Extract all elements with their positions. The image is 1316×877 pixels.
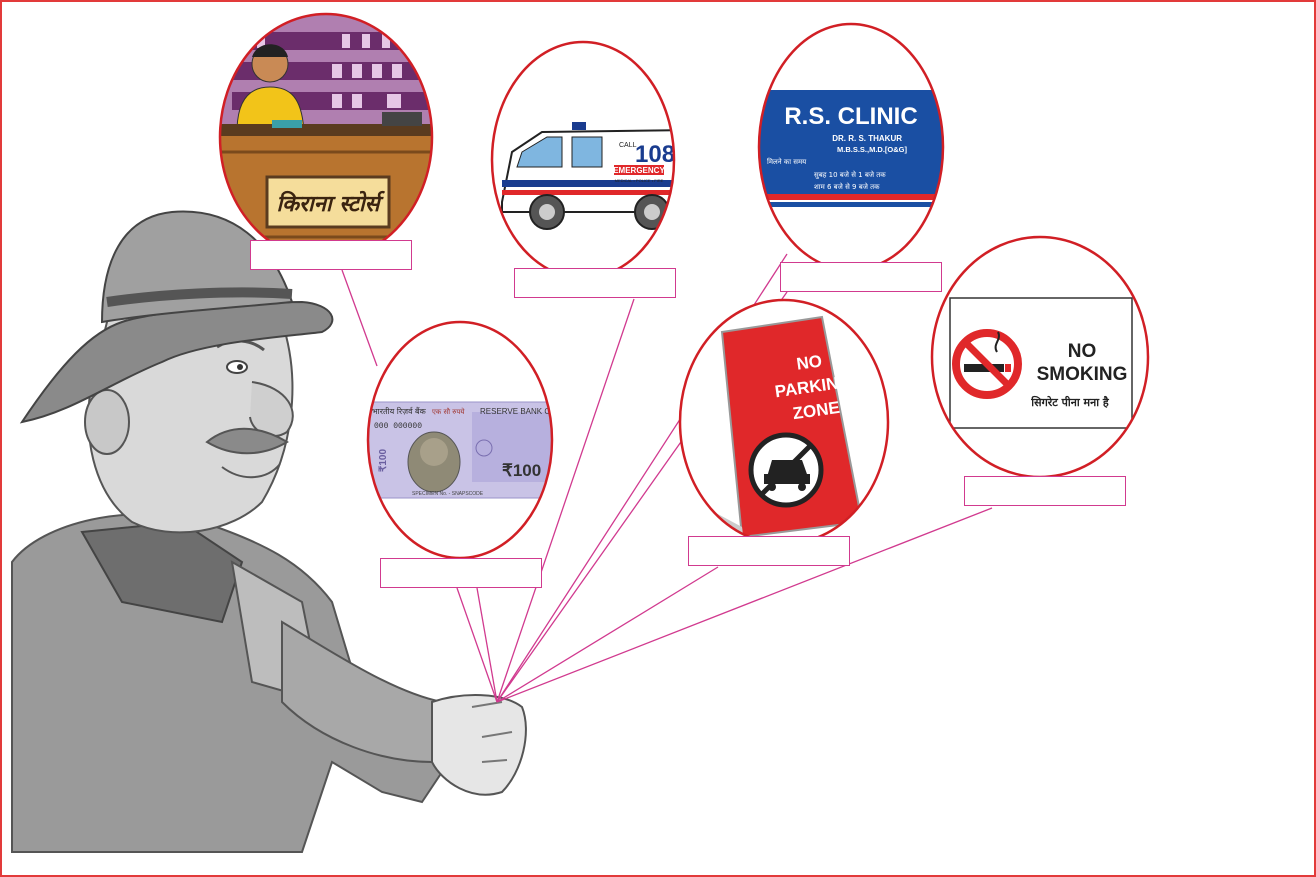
answer-box-no-smoking[interactable] <box>964 476 1126 506</box>
answer-box-clinic[interactable] <box>780 262 942 292</box>
no-parking-image: NO PARKING ZONE <box>677 297 892 547</box>
call-text: CALL <box>619 142 637 149</box>
parking-line1: NO <box>795 351 823 373</box>
clinic-evening: शाम 6 बजे से 9 बजे तक <box>814 182 880 191</box>
answer-box-ambulance[interactable] <box>514 268 676 298</box>
smoking-hindi: सिगरेट पीना मना है <box>1030 395 1110 409</box>
note-value-side: ₹100 <box>378 449 389 472</box>
ambulance-sub: MEDICAL • POLICE • FIRE <box>615 178 664 183</box>
ambulance-number: 108 <box>635 141 675 168</box>
clinic-name: R.S. CLINIC <box>784 103 917 130</box>
note-value-big: ₹100 <box>502 461 541 480</box>
answer-box-no-parking[interactable] <box>688 536 850 566</box>
note-bank-hindi: भारतीय रिज़र्व बैंक <box>372 406 427 416</box>
answer-box-banknote[interactable] <box>380 558 542 588</box>
clinic-doctor: DR. R. S. THAKUR <box>832 134 902 143</box>
ambulance-image: CALL 108 EMERGENCY MEDICAL • POLICE • FI… <box>482 42 692 282</box>
note-serial: 000 000000 <box>374 422 422 431</box>
clinic-degree: M.B.S.S.,M.D.[O&G] <box>837 145 908 154</box>
note-bank-english: RESERVE BANK OF INDIA <box>480 407 580 416</box>
clinic-timing-title: मिलने का समय <box>767 157 807 166</box>
note-specimen: SPECIMEN No. - SNAPSCODE <box>412 491 484 497</box>
answer-box-kirana[interactable] <box>250 240 412 270</box>
emergency-text: EMERGENCY <box>613 166 665 175</box>
shop-sign-text: किराना स्टोर्स <box>276 190 385 217</box>
smoking-line2: SMOKING <box>1037 364 1128 385</box>
clinic-morning: सुबह 10 बजे से 1 बजे तक <box>814 170 886 179</box>
note-tagline: एक सौ रुपये <box>432 407 465 416</box>
smoking-line1: NO <box>1068 341 1097 362</box>
